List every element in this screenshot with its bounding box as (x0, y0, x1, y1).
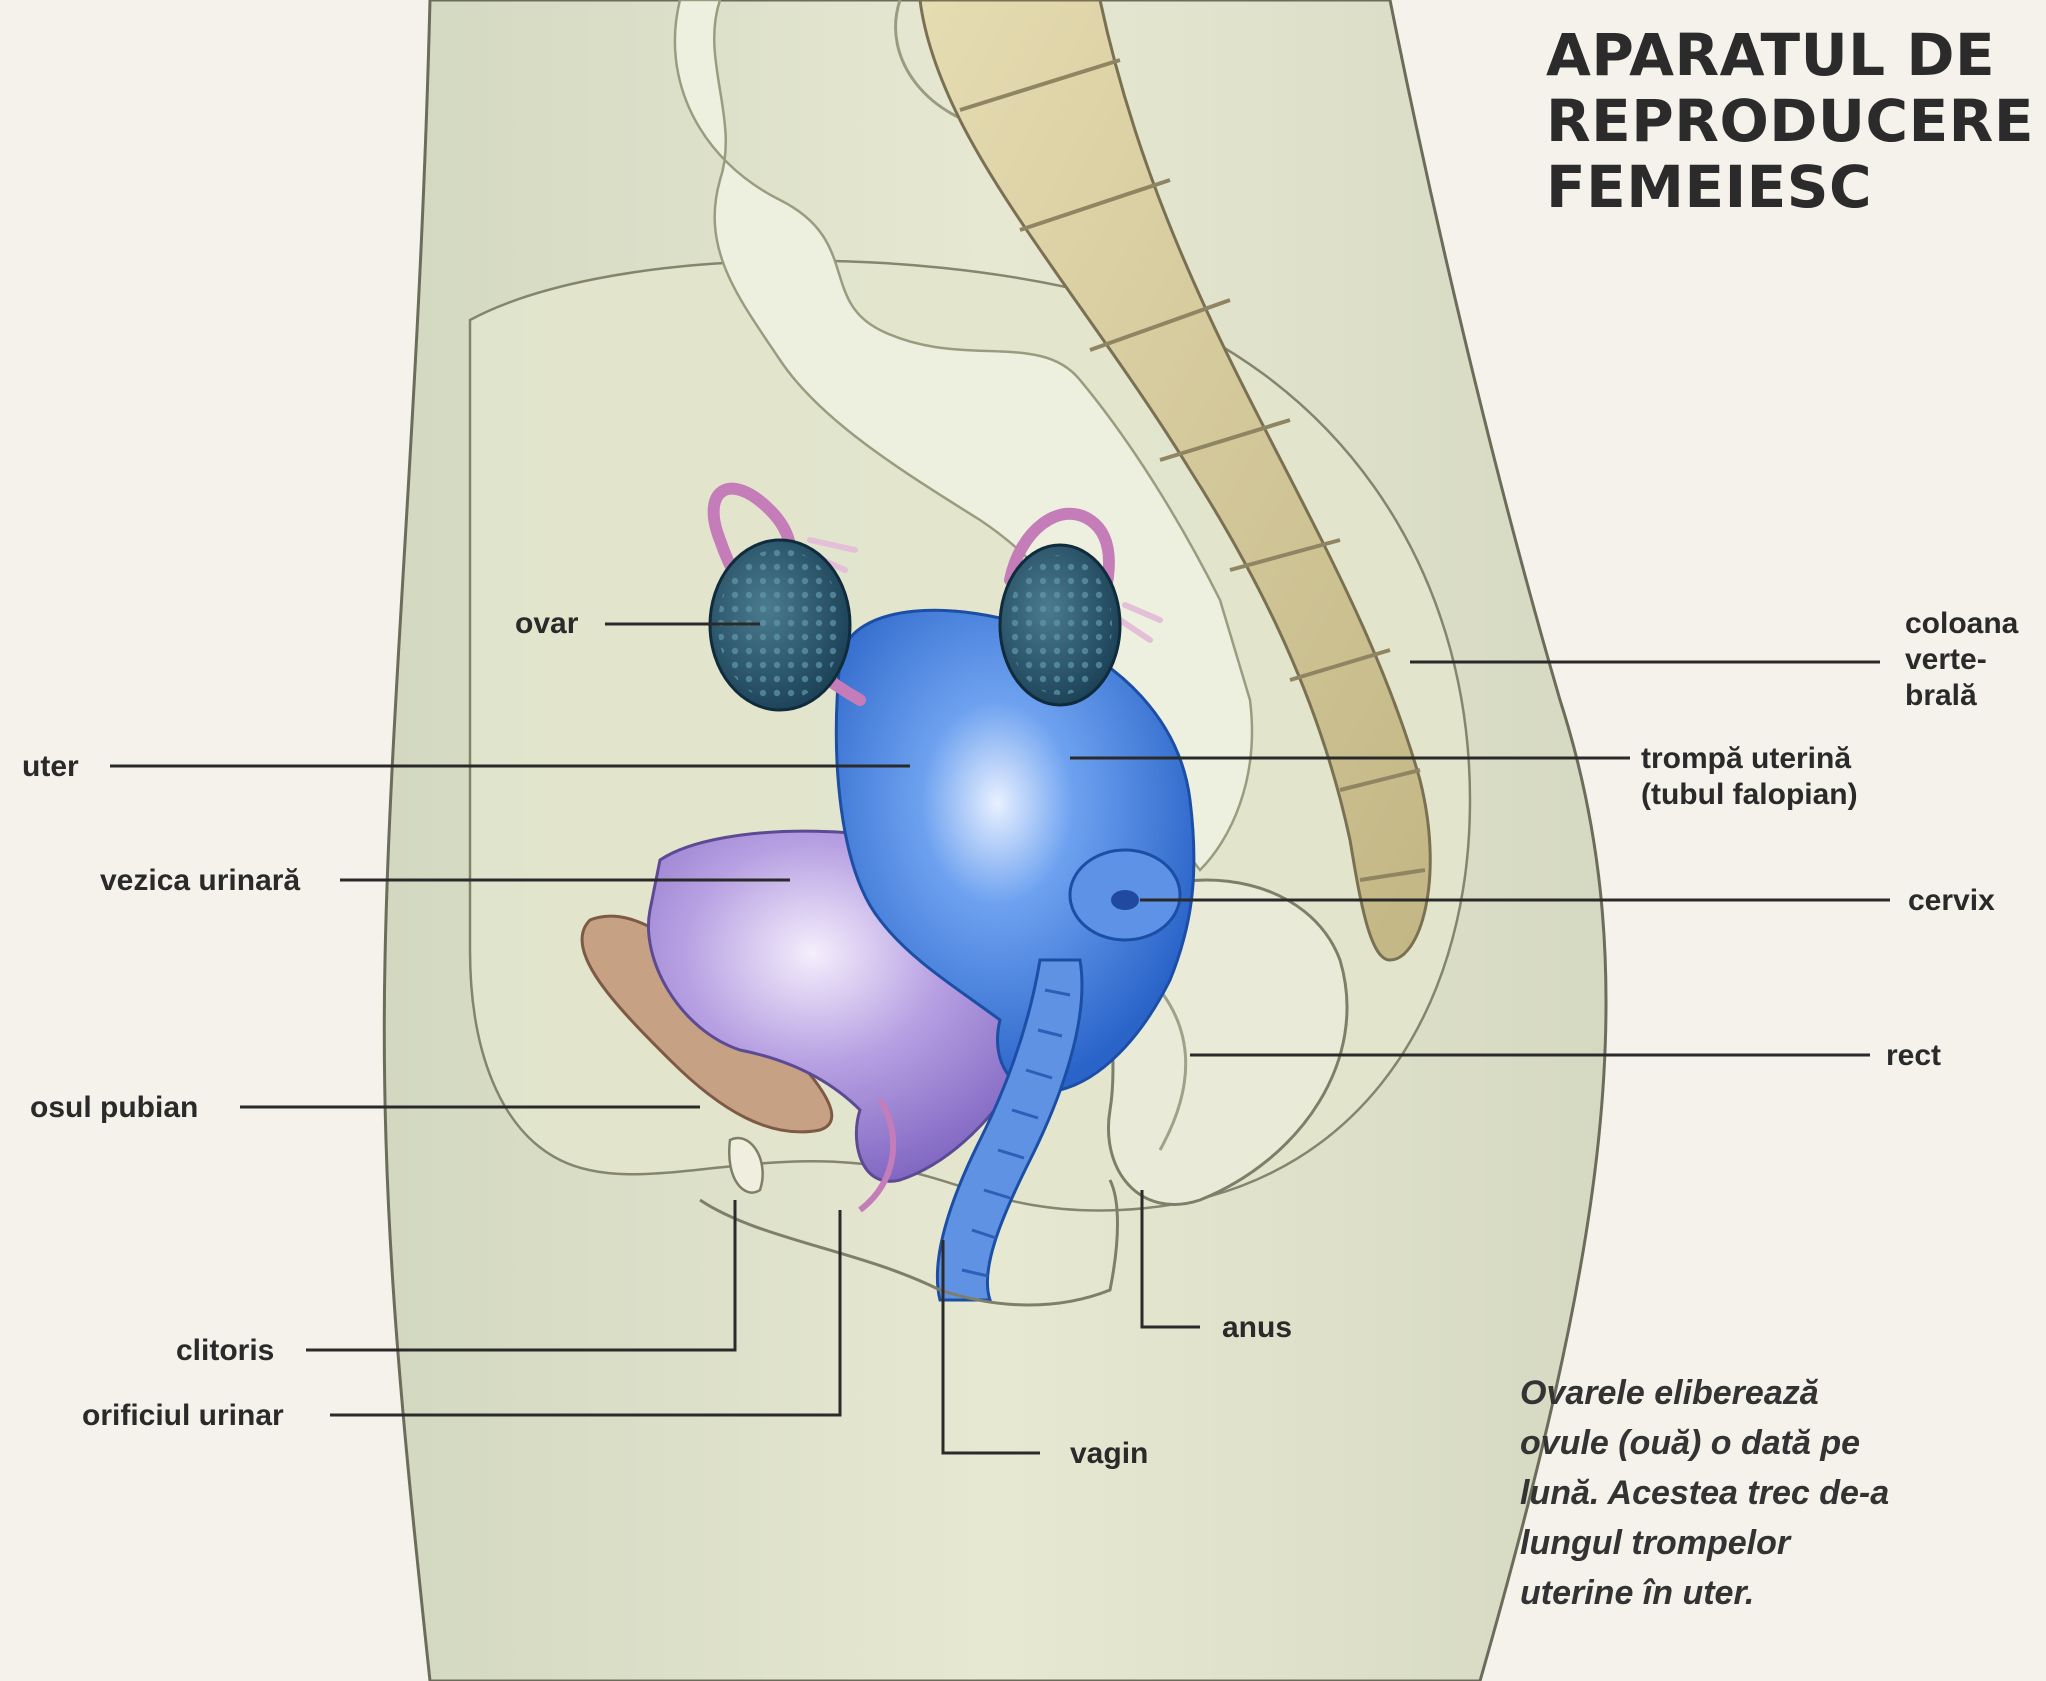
title-line-3: FEMEIESC (1546, 154, 2034, 220)
label-clitoris: clitoris (176, 1333, 274, 1369)
caption-line-3: lună. Acestea trec de-a (1520, 1468, 2020, 1518)
label-trompa-line-1: trompă uterină (1641, 741, 1858, 777)
caption-line-1: Ovarele eliberează (1520, 1368, 2020, 1418)
label-coloana-line-3: brală (1905, 678, 2018, 714)
ovary-right-follicles (1008, 555, 1112, 695)
caption-line-4: lungul trompelor (1520, 1518, 2020, 1568)
caption-line-5: uterine în uter. (1520, 1568, 2020, 1618)
label-coloana-vertebrala: coloana verte- brală (1905, 606, 2018, 714)
label-coloana-line-1: coloana (1905, 606, 2018, 642)
label-vezica-urinara: vezica urinară (100, 863, 300, 899)
label-ovar: ovar (515, 606, 578, 642)
label-uter: uter (22, 749, 79, 785)
label-osul-pubian: osul pubian (30, 1090, 198, 1126)
caption-line-2: ovule (ouă) o dată pe (1520, 1418, 2020, 1468)
cervical-os (1111, 890, 1139, 910)
caption: Ovarele eliberează ovule (ouă) o dată pe… (1520, 1368, 2020, 1618)
title-line-2: REPRODUCERE (1546, 88, 2034, 154)
label-rect: rect (1886, 1038, 1941, 1074)
label-trompa-line-2: (tubul falopian) (1641, 777, 1858, 813)
title-line-1: APARATUL DE (1546, 22, 2034, 88)
page-title: APARATUL DE REPRODUCERE FEMEIESC (1546, 22, 2034, 220)
label-cervix: cervix (1908, 883, 1995, 919)
label-trompa-uterina: trompă uterină (tubul falopian) (1641, 741, 1858, 813)
label-vagin: vagin (1070, 1436, 1148, 1472)
label-orificiul-urinar: orificiul urinar (82, 1398, 284, 1434)
label-anus: anus (1222, 1310, 1292, 1346)
label-coloana-line-2: verte- (1905, 642, 2018, 678)
